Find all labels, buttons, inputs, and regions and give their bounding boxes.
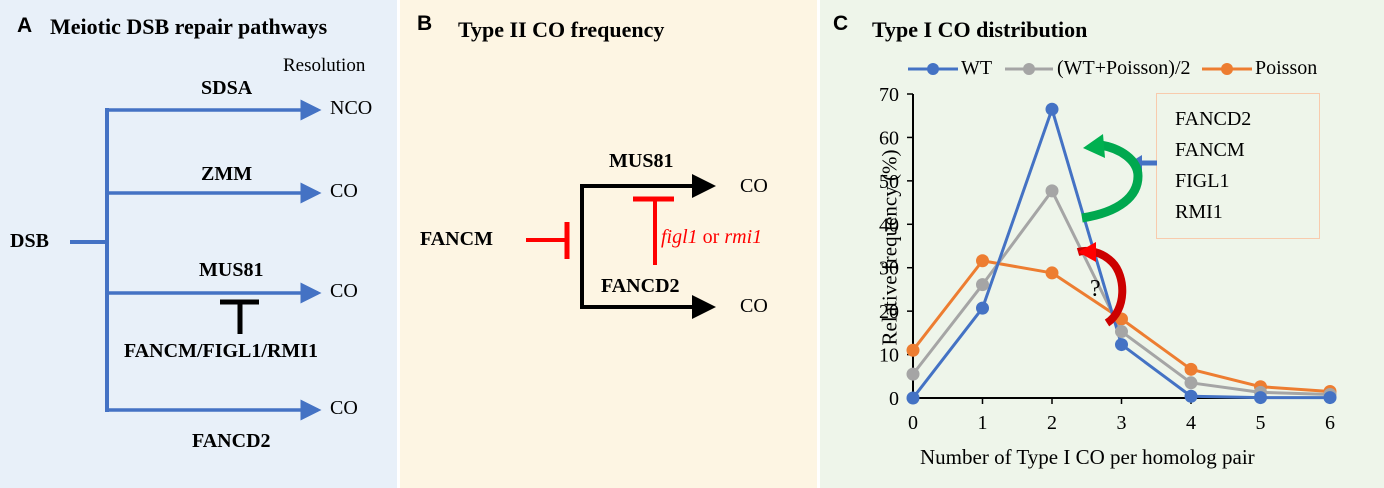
legend-label-mid: (WT+Poisson)/2 bbox=[1057, 57, 1191, 79]
legend-swatch-mid bbox=[1005, 63, 1053, 75]
outcome-label-co-fancd2: CO bbox=[330, 397, 358, 419]
factor-fancd2: FANCD2 bbox=[1175, 108, 1252, 130]
fancd2-label: FANCD2 bbox=[601, 275, 680, 297]
x-tick-label: 2 bbox=[1047, 412, 1057, 434]
y-tick-label: 30 bbox=[879, 258, 899, 280]
data-point-wt bbox=[906, 391, 920, 405]
question-mark-label: ? bbox=[1090, 276, 1101, 302]
y-tick-label: 40 bbox=[879, 214, 899, 236]
panel-b-letter: B bbox=[417, 12, 433, 35]
x-tick-label: 5 bbox=[1256, 412, 1266, 434]
mutant-connector: or bbox=[697, 226, 725, 248]
data-point-wt-poisson-2 bbox=[1184, 376, 1198, 390]
data-point-poisson bbox=[906, 343, 920, 357]
panel-c-letter: C bbox=[833, 12, 849, 35]
outcome-label-nco: NCO bbox=[330, 97, 373, 119]
x-tick-label: 3 bbox=[1117, 412, 1127, 434]
chart-legend: WT (WT+Poisson)/2 Poisson bbox=[908, 57, 1378, 81]
data-point-wt-poisson-2 bbox=[1115, 325, 1128, 339]
mutant-figl1: figl1 bbox=[661, 226, 698, 248]
fancm-label: FANCM bbox=[420, 228, 493, 250]
factor-fancm: FANCM bbox=[1175, 139, 1245, 161]
y-tick-label: 0 bbox=[889, 388, 899, 410]
x-tick-label: 4 bbox=[1186, 412, 1196, 434]
data-point-wt bbox=[1115, 338, 1128, 352]
data-point-wt-poisson-2 bbox=[906, 367, 920, 381]
data-point-wt-poisson-2 bbox=[1045, 184, 1059, 198]
co-label-lower: CO bbox=[740, 295, 768, 317]
pathway-label-fancd2: FANCD2 bbox=[192, 430, 271, 452]
data-point-poisson bbox=[1184, 362, 1198, 376]
fancm-inhibition-icon bbox=[526, 222, 570, 259]
panel-a-title: Meiotic DSB repair pathways bbox=[50, 14, 328, 39]
inhibitor-label: FANCM/FIGL1/RMI1 bbox=[124, 340, 319, 362]
panel-c-title: Type I CO distribution bbox=[872, 17, 1088, 42]
legend-label-poisson: Poisson bbox=[1255, 57, 1318, 79]
data-point-wt bbox=[1045, 102, 1059, 116]
x-tick-label: 0 bbox=[908, 412, 918, 434]
pathway-label-sdsa: SDSA bbox=[201, 77, 253, 99]
co-label-upper: CO bbox=[740, 175, 768, 197]
x-tick-label: 1 bbox=[978, 412, 988, 434]
dsb-label: DSB bbox=[10, 230, 49, 252]
green-curved-arrow-icon bbox=[1081, 134, 1143, 223]
panel-c-type-i-co-distribution: C Type I CO distribution WT (WT+Poisson)… bbox=[820, 0, 1384, 488]
data-point-wt bbox=[976, 301, 989, 315]
mus81-label: MUS81 bbox=[609, 150, 674, 172]
data-point-poisson bbox=[976, 254, 989, 268]
resolution-header: Resolution bbox=[283, 55, 366, 76]
factor-rmi1: RMI1 bbox=[1175, 201, 1223, 223]
pathway-label-zmm: ZMM bbox=[201, 163, 253, 185]
mutant-label: figl1 or rmi1 bbox=[661, 226, 762, 249]
x-axis-label: Number of Type I CO per homolog pair bbox=[920, 445, 1255, 469]
outcome-label-co-mus81: CO bbox=[330, 280, 358, 302]
data-point-wt bbox=[1323, 391, 1337, 405]
panel-b-title: Type II CO frequency bbox=[458, 17, 665, 42]
factor-figl1: FIGL1 bbox=[1175, 170, 1230, 192]
legend-swatch-wt bbox=[908, 63, 958, 75]
panel-a-letter: A bbox=[17, 14, 33, 37]
annotation-arrows bbox=[1076, 134, 1157, 327]
y-tick-label: 60 bbox=[879, 127, 899, 149]
mutant-inhibition-icon bbox=[633, 196, 674, 265]
pathway-label-mus81: MUS81 bbox=[199, 259, 264, 281]
data-point-wt bbox=[1184, 389, 1198, 403]
inhibition-bar-icon bbox=[220, 299, 259, 334]
type-ii-diagram bbox=[526, 174, 716, 319]
data-point-wt bbox=[1254, 391, 1267, 405]
pathway-arrows bbox=[70, 99, 322, 421]
y-tick-label: 20 bbox=[879, 301, 899, 323]
mutant-rmi1: rmi1 bbox=[724, 226, 763, 248]
panel-a-dsb-repair-pathways: A Meiotic DSB repair pathways Resolution… bbox=[0, 0, 397, 488]
legend-swatch-poisson bbox=[1202, 63, 1252, 75]
data-point-wt-poisson-2 bbox=[976, 278, 989, 292]
legend-label-wt: WT bbox=[961, 57, 993, 79]
line-chart: 0 10 20 30 40 50 60 70 0 1 2 3 4 5 6 bbox=[879, 84, 1337, 434]
red-curved-arrow-icon bbox=[1076, 242, 1127, 327]
y-tick-label: 10 bbox=[879, 345, 899, 367]
outcome-label-co-zmm: CO bbox=[330, 180, 358, 202]
data-point-poisson bbox=[1045, 266, 1059, 280]
factor-box: FANCD2 FANCM FIGL1 RMI1 bbox=[1156, 93, 1320, 239]
y-tick-label: 70 bbox=[879, 84, 899, 106]
x-tick-label: 6 bbox=[1325, 412, 1335, 434]
y-tick-label: 50 bbox=[879, 171, 899, 193]
legend-swatches bbox=[908, 63, 1252, 75]
panel-b-type-ii-co: B Type II CO frequency FANCM MUS81 CO fi… bbox=[400, 0, 817, 488]
